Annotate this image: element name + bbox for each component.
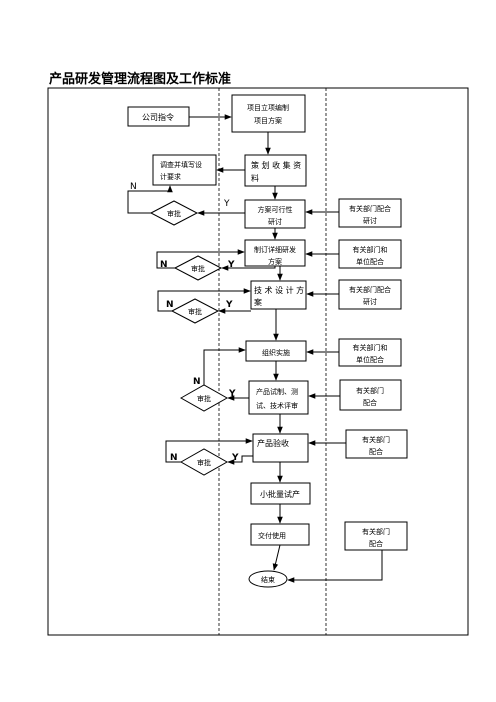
decision-4: 审批	[179, 384, 229, 412]
svg-text:有关部门配合: 有关部门配合	[349, 285, 391, 294]
svg-text:交付使用: 交付使用	[258, 531, 286, 540]
side-note-6: 有关部门 配合	[345, 429, 408, 459]
svg-text:单位配合: 单位配合	[356, 355, 384, 364]
node-tech-design: 技 术 设 计 方 案	[250, 280, 307, 310]
decision-1: 审批	[149, 200, 199, 226]
node-delivery: 交付使用	[250, 523, 310, 546]
svg-text:有关部门: 有关部门	[362, 435, 390, 444]
svg-text:有关部门和: 有关部门和	[353, 343, 388, 352]
svg-text:审批: 审批	[197, 394, 211, 403]
svg-text:产品试制、测: 产品试制、测	[256, 387, 298, 396]
branch-labels: N Y N Y N Y N Y N Y	[130, 182, 239, 463]
svg-text:单位配合: 单位配合	[356, 257, 384, 266]
svg-text:Y: Y	[225, 300, 233, 310]
side-note-3: 有关部门配合 研讨	[338, 279, 402, 310]
svg-text:N: N	[160, 260, 168, 270]
svg-text:料: 料	[251, 173, 259, 183]
svg-text:N: N	[170, 453, 178, 463]
svg-text:小批量试产: 小批量试产	[260, 489, 300, 499]
svg-text:审批: 审批	[197, 458, 211, 467]
svg-text:有关部门: 有关部门	[356, 386, 384, 395]
svg-text:有关部门配合: 有关部门配合	[349, 204, 391, 213]
svg-text:结束: 结束	[261, 575, 275, 584]
node-implement: 组织实施	[245, 340, 307, 362]
svg-text:N: N	[166, 300, 174, 310]
svg-text:有关部门和: 有关部门和	[353, 245, 388, 254]
node-collect: 策 划 收 集 资 料	[244, 154, 307, 187]
svg-text:N: N	[130, 182, 137, 192]
svg-text:有关部门: 有关部门	[362, 527, 390, 536]
side-note-7: 有关部门 配合	[344, 521, 408, 551]
page-title: 产品研发管理流程图及工作标准	[49, 72, 232, 87]
node-survey: 调查并填写设 计要求	[152, 154, 217, 186]
svg-text:计要求: 计要求	[160, 172, 181, 181]
svg-text:审批: 审批	[167, 209, 181, 218]
svg-text:Y: Y	[231, 453, 239, 463]
svg-text:研讨: 研讨	[363, 216, 377, 225]
side-note-5: 有关部门 配合	[339, 379, 402, 411]
svg-text:项目立项编制: 项目立项编制	[247, 103, 289, 112]
svg-text:Y: Y	[228, 389, 236, 399]
node-detail-plan: 制订详细研发 方案	[244, 239, 306, 267]
svg-text:研讨: 研讨	[268, 217, 282, 226]
node-acceptance: 产品验收	[252, 433, 309, 463]
svg-text:产品验收: 产品验收	[257, 438, 289, 448]
svg-text:Y: Y	[227, 260, 235, 270]
flowchart-frame	[47, 87, 469, 636]
svg-text:组织实施: 组织实施	[262, 348, 290, 357]
connectors	[127, 114, 383, 583]
svg-text:方案可行性: 方案可行性	[258, 205, 293, 214]
svg-text:策 划 收 集 资: 策 划 收 集 资	[251, 160, 301, 170]
svg-text:调查并填写设: 调查并填写设	[160, 160, 202, 169]
svg-text:公司指令: 公司指令	[142, 112, 174, 122]
node-project-plan: 项目立项编制 项目方案	[231, 94, 306, 133]
svg-text:方案: 方案	[268, 257, 282, 266]
svg-text:配合: 配合	[369, 447, 383, 456]
svg-text:配合: 配合	[369, 539, 383, 548]
svg-text:试、技术评审: 试、技术评审	[256, 401, 298, 410]
node-trial: 产品试制、测 试、技术评审	[248, 380, 309, 415]
decision-5: 审批	[179, 448, 229, 476]
side-note-1: 有关部门配合 研讨	[338, 198, 402, 228]
svg-text:研讨: 研讨	[363, 297, 377, 306]
decision-3: 审批	[170, 298, 220, 324]
svg-text:N: N	[193, 377, 201, 387]
svg-text:项目方案: 项目方案	[254, 116, 282, 125]
side-note-2: 有关部门和 单位配合	[338, 239, 402, 269]
node-small-batch: 小批量试产	[250, 482, 311, 505]
node-feasibility: 方案可行性 研讨	[244, 199, 306, 229]
svg-text:技 术 设 计 方: 技 术 设 计 方	[254, 285, 304, 295]
decision-2: 审批	[173, 255, 223, 281]
node-end: 结束	[248, 570, 288, 588]
node-company-order: 公司指令	[127, 106, 190, 127]
svg-text:审批: 审批	[188, 307, 202, 316]
svg-text:制订详细研发: 制订详细研发	[254, 245, 296, 254]
svg-text:Y: Y	[223, 199, 230, 209]
side-note-4: 有关部门和 单位配合	[338, 338, 402, 367]
svg-text:配合: 配合	[363, 398, 377, 407]
svg-text:案: 案	[254, 297, 262, 307]
svg-text:审批: 审批	[191, 264, 205, 273]
